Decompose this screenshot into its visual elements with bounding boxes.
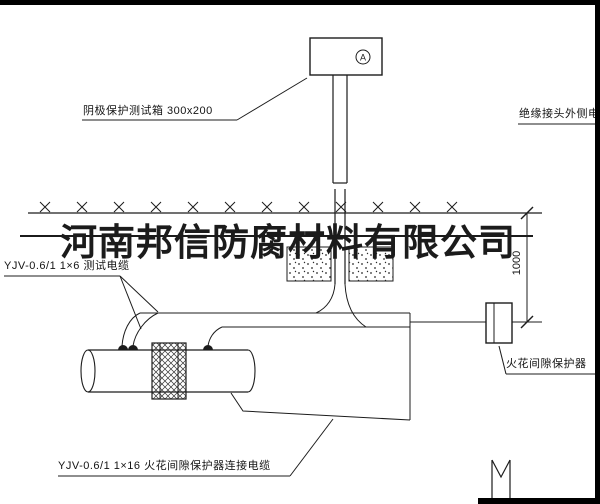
spark-gap-leader: [498, 345, 596, 375]
ammeter-symbol: [355, 49, 371, 65]
frame-border-top: [0, 0, 600, 5]
label-test-box: 阴极保护测试箱 300x200: [83, 105, 213, 117]
ground-grass-marks: [39, 201, 458, 213]
test-box: A: [309, 37, 383, 76]
frame-border-right: [595, 0, 600, 504]
pipe-left-cap: [80, 349, 96, 393]
frame-border-bottom: [478, 498, 600, 504]
pipe-right-cap: [247, 349, 256, 393]
label-outer-cable: 绝缘接头外侧电缆: [519, 108, 600, 120]
label-connection-cable: YJV-0.6/1 1×16 火花间隙保护器连接电缆: [58, 460, 271, 472]
pipe: [80, 342, 256, 400]
cable-weld-dome: [203, 345, 213, 350]
cable-weld-dome: [118, 345, 128, 350]
ammeter-letter: A: [360, 53, 366, 63]
connection-cable-leader: [58, 418, 334, 477]
test-post: [332, 75, 348, 284]
dimension-line: [512, 206, 542, 329]
insulation-joint: [151, 342, 187, 400]
cable-weld-dome: [128, 345, 138, 350]
test-cable-leader: [4, 275, 159, 330]
foundation-right: [348, 246, 394, 282]
channel-symbol: [491, 459, 511, 500]
cable-lines: [121, 283, 486, 421]
test-box-leader: [82, 77, 308, 121]
label-test-cable: YJV-0.6/1 1×6 测试电缆: [4, 260, 130, 272]
label-spark-gap: 火花间隙保护器: [506, 358, 587, 370]
spark-gap-device: [485, 302, 513, 344]
foundation-left: [286, 246, 332, 282]
company-watermark: 河南邦信防腐材料有限公司: [60, 223, 516, 264]
